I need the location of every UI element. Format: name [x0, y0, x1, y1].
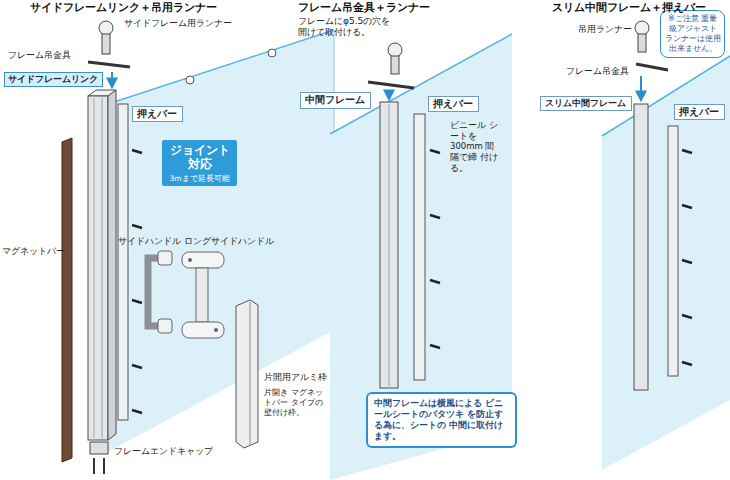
part-label: フレームにφ5.5の穴を 開けて取付ける。 [298, 16, 399, 39]
part-name-box: 押えバー [674, 104, 725, 120]
runner-body [638, 34, 646, 52]
mount-arrow [388, 90, 390, 99]
middle-frame [380, 102, 398, 388]
box-text: サイドフレームリンク [8, 74, 99, 85]
handle-mount [158, 319, 172, 333]
push-bar [414, 114, 425, 380]
side-frame [88, 96, 108, 440]
part-label: 吊用ランナー [578, 24, 633, 35]
runner-body [391, 56, 399, 74]
hanger-bolt [368, 82, 414, 88]
slim-middle-frame [634, 104, 648, 390]
box-text: 押えバー [679, 106, 720, 118]
part-name-box: 押えバー [132, 106, 183, 122]
screw [682, 362, 692, 365]
screw [682, 315, 692, 318]
note-box: 中間フレームは横風による ビニールシートのバタツキ を防止する為に、シートの 中… [366, 392, 517, 448]
screw [132, 150, 142, 153]
frame-groove [389, 104, 390, 386]
long-handle-mount [182, 252, 224, 268]
box-text: 中間フレーム [305, 94, 366, 107]
part-label: フレーム吊金具 [8, 50, 72, 61]
part-label: マグネットバー [2, 246, 66, 257]
part-name-box: スリム中間フレーム [540, 96, 632, 111]
runner-wheel [635, 21, 649, 35]
runner-wheel [99, 21, 113, 35]
panel-title: フレーム吊金具＋ランナー [298, 1, 431, 14]
side-handle [148, 258, 164, 326]
vinyl-sheet [602, 56, 730, 470]
box-text: 押えバー [433, 98, 474, 110]
grommet [186, 76, 194, 84]
part-name-box: 中間フレーム [300, 92, 371, 109]
part-label: 片開き マグネットバー タイプの 壁付け枠。 [264, 388, 325, 418]
screw [682, 260, 692, 263]
screw [132, 225, 142, 228]
feature-badge: ジョイント 対応 3mまで延長可能 [162, 140, 237, 186]
screw [132, 300, 142, 303]
box-text: 中間フレームは横風による ビニールシートのバタツキ を防止する為に、シートの 中… [374, 398, 509, 442]
hanger-bolt [88, 62, 130, 67]
hanger-bolt [636, 64, 668, 70]
part-label: 片開用アルミ枠 [264, 372, 328, 383]
grommet [268, 49, 276, 57]
part-label: サイドハンドル [118, 236, 182, 247]
runner-wheel [388, 43, 402, 57]
part-label: ビニール シートを 300mm 間隔で締 付ける。 [450, 120, 503, 173]
screw-hole [214, 328, 218, 332]
frame-groove [102, 98, 103, 438]
screw [132, 410, 142, 413]
mount-arrow [111, 72, 113, 87]
caution-callout: ※ご注意 重量級アジャスト ランナーは使用 出来ません。 [660, 10, 725, 58]
frame-groove [94, 98, 95, 438]
screw [430, 345, 440, 348]
part-name-box: サイドフレームリンク [4, 72, 103, 87]
push-bar [668, 126, 678, 376]
screw [682, 205, 692, 208]
screw [430, 280, 440, 283]
screw [93, 458, 95, 474]
frame-end-cap [90, 442, 108, 454]
part-label: ロングサイドハンドル [184, 236, 275, 247]
screw [430, 150, 440, 153]
box-text: ジョイント 対応 [166, 143, 233, 172]
mount-arrow [640, 76, 642, 100]
box-text: 3mまで延長可能 [166, 174, 233, 183]
box-text: 押えバー [137, 108, 178, 120]
screw [682, 150, 692, 153]
screw [430, 215, 440, 218]
part-label: サイドフレーム用ランナー [124, 18, 233, 29]
frame-side [108, 90, 116, 440]
box-text: スリム中間フレーム [545, 98, 627, 109]
box-text: ※ご注意 重量級アジャスト ランナーは使用 出来ません。 [664, 14, 721, 54]
part-name-box: 押えバー [428, 96, 479, 112]
long-handle-bar [196, 268, 208, 322]
push-bar [118, 104, 128, 420]
long-handle-mount [182, 322, 224, 338]
part-label: フレームエンドキャップ [114, 446, 214, 457]
panel-title: サイドフレームリンク＋吊用ランナー [30, 1, 218, 14]
screw [103, 458, 105, 474]
handle-mount [158, 251, 172, 265]
magnet-bar [62, 138, 72, 462]
aluminum-frame [236, 300, 258, 448]
aluminum-frame-edge [250, 302, 251, 446]
screw-hole [188, 258, 192, 262]
screw [132, 365, 142, 368]
panel-title: スリム中間フレーム＋押えバー [552, 1, 707, 14]
runner-body [102, 34, 110, 54]
part-label: フレーム吊金具 [566, 66, 630, 77]
